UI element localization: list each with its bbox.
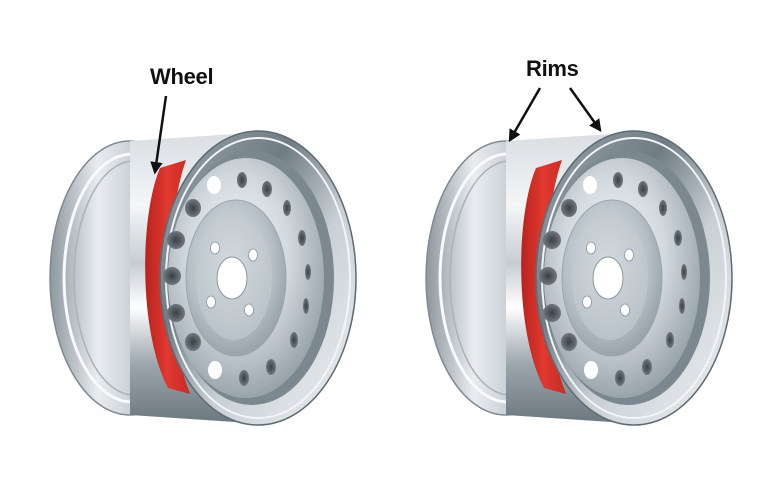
rims-arrow-outer-icon — [568, 87, 602, 133]
wheel-label: Wheel — [150, 64, 214, 89]
wheel-arrow-icon — [150, 95, 168, 175]
rims-label: Rims — [526, 56, 579, 81]
rims-arrow-inner-icon — [508, 87, 542, 143]
rim-illustration-right — [424, 129, 734, 427]
wheel-illustration-left — [48, 129, 358, 427]
